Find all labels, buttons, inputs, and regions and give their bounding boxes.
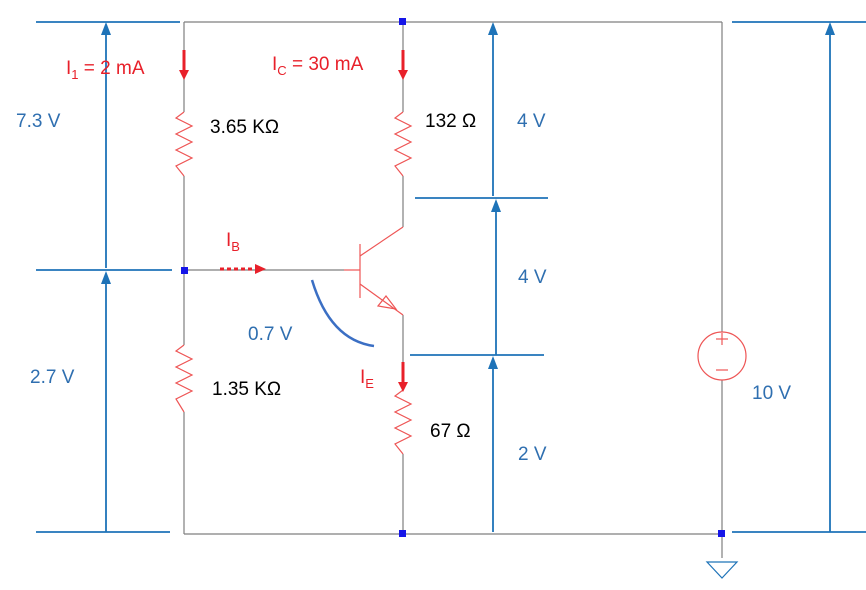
v-vbe-label: 0.7 V [248, 324, 293, 345]
ground-icon [705, 561, 739, 579]
resistor-re-icon [393, 389, 413, 455]
v-bottom-left-label: 2.7 V [30, 367, 75, 388]
voltage-source-icon [697, 331, 747, 381]
r1-label: 3.65 KΩ [210, 117, 279, 138]
npn-transistor-icon [344, 226, 404, 316]
ie-label: IE [360, 367, 374, 391]
v-ce-label: 4 V [518, 267, 547, 288]
current-arrows [179, 50, 408, 392]
ic-label: IC = 30 mA [272, 54, 364, 78]
resistor-r2-icon [174, 344, 194, 413]
v-top-left-label: 7.3 V [16, 111, 61, 132]
v-rc-label: 4 V [517, 111, 546, 132]
resistor-rc-icon [393, 111, 413, 177]
wires [183, 21, 723, 558]
measurement-arrows [101, 22, 835, 532]
ib-label: IB [226, 230, 240, 254]
resistor-r1-icon [174, 111, 194, 177]
rc-label: 132 Ω [425, 111, 476, 132]
v-re-label: 2 V [518, 444, 547, 465]
v-supply-label: 10 V [752, 383, 791, 404]
i1-label: I1 = 2 mA [66, 58, 145, 82]
vbe-arc [310, 279, 375, 348]
junction-nodes [181, 18, 725, 537]
measurement-lines [36, 21, 866, 533]
re-label: 67 Ω [430, 421, 471, 442]
r2-label: 1.35 KΩ [212, 379, 281, 400]
